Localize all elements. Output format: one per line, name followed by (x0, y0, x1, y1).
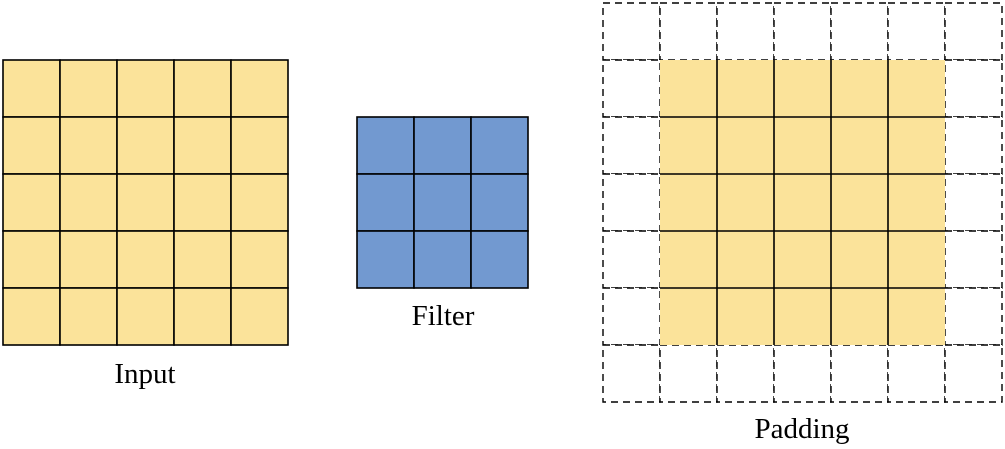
padding-cell (830, 2, 889, 61)
padding-inner-region (660, 60, 945, 345)
filter-cell (413, 230, 472, 289)
input-cell (59, 116, 118, 175)
padding-cell (602, 59, 661, 118)
input-cell (2, 173, 61, 232)
input-cell (116, 173, 175, 232)
padding-cell (716, 2, 775, 61)
filter-cell (356, 173, 415, 232)
padding-cell (773, 344, 832, 403)
input-grid (2, 59, 289, 346)
padding-cell (602, 116, 661, 175)
filter-cell (470, 173, 529, 232)
padding-cell (944, 116, 1003, 175)
padding-cell (944, 287, 1003, 346)
input-cell (59, 287, 118, 346)
padding-cell (944, 344, 1003, 403)
input-cell (116, 116, 175, 175)
padding-cell (659, 2, 718, 61)
padding-cell (602, 287, 661, 346)
padding-cell (773, 2, 832, 61)
input-cell (59, 230, 118, 289)
padding-cell (602, 173, 661, 232)
input-cell (116, 230, 175, 289)
padding-cell (944, 59, 1003, 118)
filter-cell (413, 116, 472, 175)
filter-cell (356, 230, 415, 289)
padding-cell (830, 344, 889, 403)
input-cell (230, 116, 289, 175)
filter-cell (470, 116, 529, 175)
input-cell (173, 173, 232, 232)
input-cell (230, 230, 289, 289)
input-cell (230, 59, 289, 118)
padding-cell (944, 230, 1003, 289)
input-cell (173, 116, 232, 175)
input-cell (59, 59, 118, 118)
input-cell (2, 59, 61, 118)
input-label: Input (114, 358, 176, 390)
input-cell (230, 173, 289, 232)
input-cell (173, 230, 232, 289)
padding-cell (602, 230, 661, 289)
input-cell (173, 59, 232, 118)
filter-cell (356, 116, 415, 175)
input-cell (230, 287, 289, 346)
padding-label: Padding (754, 413, 850, 445)
padding-cell (659, 344, 718, 403)
input-cell (116, 59, 175, 118)
filter-cell (413, 173, 472, 232)
padding-cell (887, 344, 946, 403)
padding-cell (602, 2, 661, 61)
input-cell (2, 116, 61, 175)
input-cell (2, 230, 61, 289)
filter-cell (470, 230, 529, 289)
padding-cell (944, 2, 1003, 61)
padding-cell (944, 173, 1003, 232)
input-cell (2, 287, 61, 346)
padding-cell (602, 344, 661, 403)
input-cell (173, 287, 232, 346)
input-cell (59, 173, 118, 232)
padding-grid (602, 2, 1003, 403)
padding-cell (887, 2, 946, 61)
input-cell (116, 287, 175, 346)
filter-label: Filter (411, 300, 475, 332)
padding-cell (716, 344, 775, 403)
filter-grid (356, 116, 529, 289)
